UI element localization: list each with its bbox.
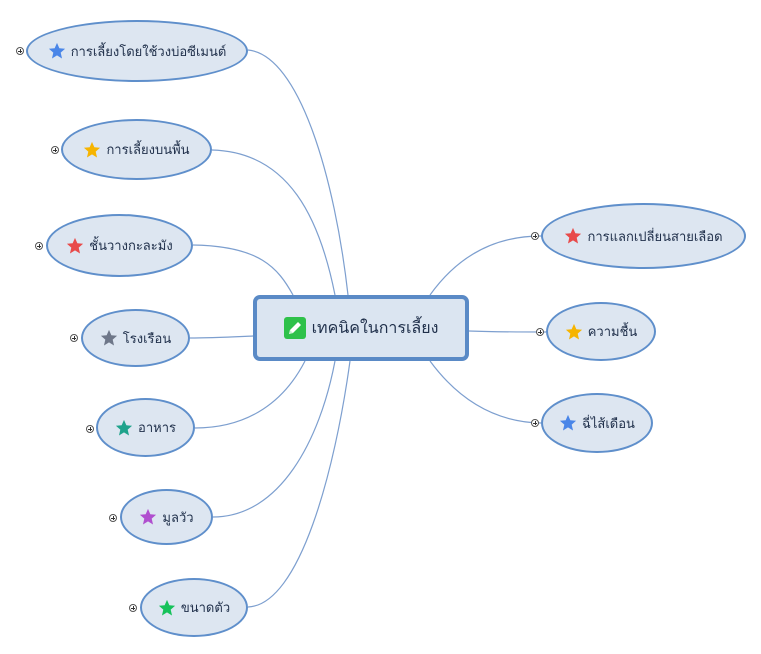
- connector-line: [429, 235, 542, 296]
- star-icon: [559, 414, 577, 431]
- star-icon: [115, 419, 133, 435]
- topic-humidity[interactable]: ความชื้น: [546, 302, 656, 361]
- connector-line: [429, 360, 542, 424]
- connector-line: [468, 330, 547, 333]
- topic-label: การเลี้ยงโดยใช้วงบ่อซีเมนต์: [70, 44, 227, 60]
- topic-bloodline-exchange[interactable]: การแลกเปลี่ยนสายเลือด: [541, 203, 746, 269]
- expand-toggle[interactable]: [16, 47, 24, 55]
- topic-earthworm-urine[interactable]: ฉี่ไส้เดือน: [541, 393, 653, 453]
- central-topic[interactable]: เทคนิคในการเลี้ยง: [253, 295, 469, 361]
- topic-shed[interactable]: โรงเรือน: [81, 309, 190, 367]
- topic-basin-shelf[interactable]: ชั้นวางกะละมัง: [46, 214, 193, 277]
- star-icon: [140, 508, 157, 525]
- expand-toggle[interactable]: [531, 419, 539, 427]
- expand-toggle[interactable]: [51, 146, 59, 154]
- topic-label: ความชื้น: [587, 325, 638, 340]
- edit-icon: [283, 317, 306, 339]
- connector-line: [247, 360, 351, 608]
- connector-line: [247, 49, 349, 296]
- central-topic-label: เทคนิคในการเลี้ยง: [311, 317, 439, 337]
- connector-line: [192, 244, 294, 296]
- expand-toggle[interactable]: [129, 604, 137, 612]
- star-icon: [158, 599, 175, 615]
- topic-label: ขนาดตัว: [180, 601, 231, 616]
- topic-label: อาหาร: [138, 421, 176, 436]
- star-icon: [565, 227, 582, 244]
- topic-cement-ring-pond[interactable]: การเลี้ยงโดยใช้วงบ่อซีเมนต์: [26, 20, 248, 82]
- topic-label: การเลี้ยงบนพื้น: [106, 143, 190, 158]
- connector-line: [212, 360, 336, 518]
- expand-toggle[interactable]: [109, 514, 117, 522]
- topic-label: ฉี่ไส้เดือน: [582, 416, 635, 432]
- expand-toggle[interactable]: [35, 242, 43, 250]
- star-icon: [67, 237, 84, 253]
- star-icon: [565, 323, 582, 339]
- topic-label: โรงเรือน: [122, 331, 172, 347]
- expand-toggle[interactable]: [70, 334, 78, 342]
- star-icon: [48, 42, 65, 59]
- expand-toggle[interactable]: [531, 232, 539, 240]
- topic-floor-raising[interactable]: การเลี้ยงบนพื้น: [61, 119, 212, 180]
- star-icon: [100, 329, 117, 346]
- expand-toggle[interactable]: [536, 328, 544, 336]
- topic-cow-manure[interactable]: มูลวัว: [120, 489, 213, 545]
- topic-label: การแลกเปลี่ยนสายเลือด: [587, 229, 723, 245]
- topic-label: มูลวัว: [162, 510, 194, 526]
- topic-label: ชั้นวางกะละมัง: [89, 239, 173, 254]
- topic-food[interactable]: อาหาร: [96, 398, 195, 457]
- connector-line: [194, 360, 306, 429]
- star-icon: [84, 141, 101, 157]
- connector-line: [211, 149, 336, 296]
- topic-body-size[interactable]: ขนาดตัว: [140, 578, 248, 637]
- connector-line: [189, 335, 254, 339]
- expand-toggle[interactable]: [86, 425, 94, 433]
